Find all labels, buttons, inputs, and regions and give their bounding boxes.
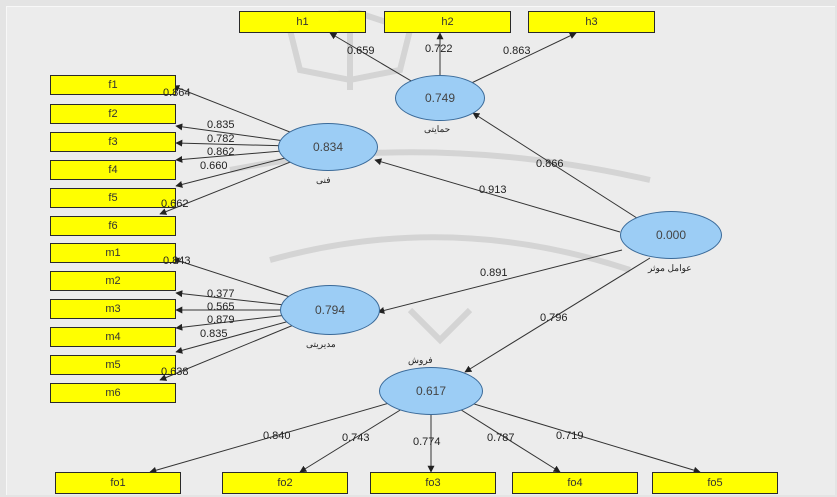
- indicator-label: h1: [296, 16, 309, 28]
- loading-h2: 0.722: [425, 43, 453, 55]
- indicator-label: m4: [105, 331, 121, 343]
- loading-f4: 0.862: [207, 146, 235, 158]
- edge-forush-fo5: [430, 390, 701, 474]
- loading-m4: 0.879: [207, 314, 235, 326]
- indicator-label: f1: [108, 79, 118, 91]
- construct-forush: 0.617: [379, 367, 483, 415]
- edge-avamel-hemayati: [472, 112, 641, 221]
- loading-fo5: 0.719: [556, 430, 584, 442]
- edge-avamel-fanni: [374, 158, 621, 233]
- loading-fo3: 0.774: [413, 436, 441, 448]
- construct-name-modiriyati: مدیریتی: [306, 339, 336, 349]
- indicator-fo1: fo1: [55, 472, 181, 494]
- edge-avamel-modiriyati: [377, 249, 623, 314]
- construct-name-hemayati: حمایتی: [424, 124, 451, 134]
- indicator-fo5: fo5: [652, 472, 778, 494]
- indicator-m1: m1: [50, 243, 176, 263]
- indicator-h3: h3: [528, 11, 655, 33]
- loading-f6: 0.662: [161, 198, 189, 210]
- loading-m5: 0.835: [200, 328, 228, 340]
- construct-r2-value: 0.000: [655, 228, 687, 242]
- indicator-f1: f1: [50, 75, 176, 95]
- indicator-label: m5: [105, 359, 121, 371]
- indicator-label: f3: [108, 136, 118, 148]
- indicator-m6: m6: [50, 383, 176, 403]
- loading-f5: 0.660: [200, 160, 228, 172]
- indicator-label: f6: [108, 220, 118, 232]
- indicator-label: m3: [105, 303, 121, 315]
- indicator-f4: f4: [50, 160, 176, 180]
- construct-name-forush: فروش: [408, 355, 433, 365]
- loading-fo2: 0.743: [342, 432, 370, 444]
- indicator-m5: m5: [50, 355, 176, 375]
- indicator-f5: f5: [50, 188, 176, 208]
- construct-r2-value: 0.834: [312, 140, 344, 154]
- construct-r2-value: 0.749: [424, 91, 456, 105]
- loading-h1: 0.659: [347, 45, 375, 57]
- indicator-label: f2: [108, 108, 118, 120]
- loading-f1: 0.864: [163, 87, 191, 99]
- construct-avamel: 0.000: [620, 211, 722, 259]
- indicator-h2: h2: [384, 11, 511, 33]
- indicator-fo2: fo2: [222, 472, 348, 494]
- indicator-label: fo4: [567, 477, 583, 489]
- loading-f3: 0.782: [207, 133, 235, 145]
- path-coef-modiriyati: 0.891: [480, 267, 508, 279]
- path-coef-fanni: 0.913: [479, 184, 507, 196]
- indicator-label: fo5: [707, 477, 723, 489]
- indicator-label: f4: [108, 164, 118, 176]
- loading-fo4: 0.787: [487, 432, 515, 444]
- indicator-f3: f3: [50, 132, 176, 152]
- indicator-fo4: fo4: [512, 472, 638, 494]
- indicator-label: fo2: [277, 477, 293, 489]
- indicator-label: m2: [105, 275, 121, 287]
- edge-avamel-forush: [464, 257, 651, 373]
- indicator-m4: m4: [50, 327, 176, 347]
- indicator-label: fo3: [425, 477, 441, 489]
- indicator-m3: m3: [50, 299, 176, 319]
- loading-m6: 0.638: [161, 366, 189, 378]
- indicator-f6: f6: [50, 216, 176, 236]
- indicator-label: m1: [105, 247, 121, 259]
- construct-fanni: 0.834: [278, 123, 378, 171]
- indicator-label: h2: [441, 16, 454, 28]
- path-coef-hemayati: 0.866: [536, 158, 564, 170]
- construct-r2-value: 0.794: [314, 303, 346, 317]
- loading-h3: 0.863: [503, 45, 531, 57]
- loading-f2: 0.835: [207, 119, 235, 131]
- construct-name-fanni: فنی: [316, 175, 331, 185]
- construct-name-avamel: عوامل موثر: [648, 263, 692, 273]
- indicator-f2: f2: [50, 104, 176, 124]
- construct-r2-value: 0.617: [415, 384, 447, 398]
- edge-forush-fo1: [149, 390, 432, 474]
- indicator-label: fo1: [110, 477, 126, 489]
- indicator-m2: m2: [50, 271, 176, 291]
- construct-modiriyati: 0.794: [280, 285, 380, 335]
- path-coef-forush: 0.796: [540, 312, 568, 324]
- indicator-label: f5: [108, 192, 118, 204]
- indicator-h1: h1: [239, 11, 366, 33]
- loading-m3: 0.565: [207, 301, 235, 313]
- construct-hemayati: 0.749: [395, 75, 485, 121]
- loading-fo1: 0.840: [263, 430, 291, 442]
- loading-m2: 0.377: [207, 288, 235, 300]
- indicator-fo3: fo3: [370, 472, 496, 494]
- indicator-label: h3: [585, 16, 598, 28]
- loading-m1: 0.843: [163, 255, 191, 267]
- indicator-label: m6: [105, 387, 121, 399]
